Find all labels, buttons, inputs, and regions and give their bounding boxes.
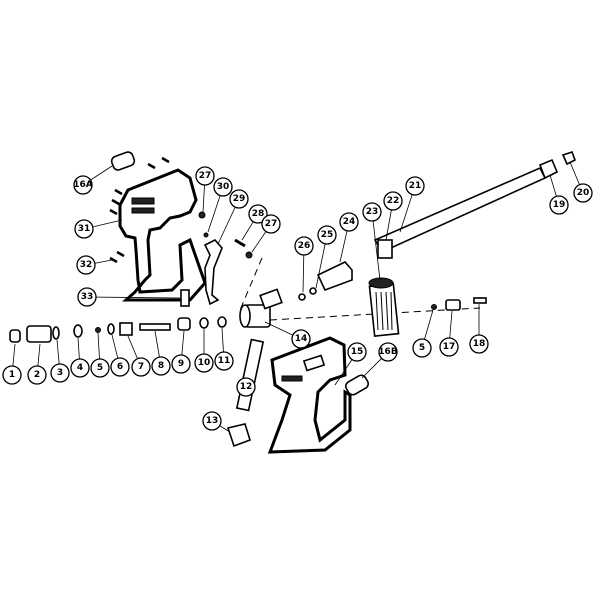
callout-27: 27 xyxy=(261,214,281,234)
svg-text:21: 21 xyxy=(409,181,422,191)
callout-27: 27 xyxy=(195,166,215,186)
svg-text:8: 8 xyxy=(158,361,164,371)
callout-3: 3 xyxy=(50,363,70,383)
callout-9: 9 xyxy=(171,354,191,374)
gun-body-part-31 xyxy=(118,168,207,302)
callout-20: 20 xyxy=(573,183,593,203)
svg-text:22: 22 xyxy=(387,196,400,206)
svg-text:23: 23 xyxy=(366,207,379,217)
svg-text:12: 12 xyxy=(240,382,253,392)
svg-text:15: 15 xyxy=(351,347,364,357)
svg-text:1: 1 xyxy=(9,370,15,380)
tube-12 xyxy=(235,338,265,412)
gun-body-part-15 xyxy=(267,336,352,454)
callout-26: 26 xyxy=(294,236,314,256)
svg-text:7: 7 xyxy=(138,362,144,372)
callout-32: 32 xyxy=(76,255,96,275)
callout-18: 18 xyxy=(469,334,489,354)
callout-6: 6 xyxy=(110,357,130,377)
nut-13 xyxy=(226,423,251,448)
svg-text:24: 24 xyxy=(343,217,356,227)
svg-text:32: 32 xyxy=(80,260,93,270)
callout-13: 13 xyxy=(202,411,222,431)
svg-text:27: 27 xyxy=(199,171,212,181)
callout-31: 31 xyxy=(74,219,94,239)
svg-text:25: 25 xyxy=(321,230,334,240)
fitting-24 xyxy=(316,261,353,292)
trigger-part-29 xyxy=(203,239,223,306)
callout-22: 22 xyxy=(383,191,403,211)
svg-text:19: 19 xyxy=(553,200,566,210)
callout-23: 23 xyxy=(362,202,382,222)
svg-text:28: 28 xyxy=(252,209,265,219)
pin-18 xyxy=(473,297,487,304)
callout-12: 12 xyxy=(236,377,256,397)
callout-17: 17 xyxy=(439,337,459,357)
svg-text:5: 5 xyxy=(419,343,425,353)
callout-4: 4 xyxy=(70,358,90,378)
callout-14: 14 xyxy=(291,329,311,349)
svg-text:30: 30 xyxy=(217,182,230,192)
callout-8: 8 xyxy=(151,356,171,376)
callout-10: 10 xyxy=(194,353,214,373)
grip-cover-16b xyxy=(345,374,369,396)
callout-1: 1 xyxy=(2,365,22,385)
callout-16a: 16A xyxy=(73,175,93,195)
svg-text:4: 4 xyxy=(77,363,83,373)
nipple-17 xyxy=(445,299,461,311)
grip-cover-16a xyxy=(110,151,136,171)
clip-part-33 xyxy=(180,289,190,307)
svg-text:16A: 16A xyxy=(73,180,93,190)
fitting-19 xyxy=(538,158,559,180)
svg-text:5: 5 xyxy=(97,363,103,373)
callout-2: 2 xyxy=(27,365,47,385)
callout-28: 28 xyxy=(248,204,268,224)
svg-text:11: 11 xyxy=(218,356,231,366)
svg-text:26: 26 xyxy=(298,241,311,251)
svg-text:17: 17 xyxy=(443,342,456,352)
screw-set xyxy=(109,156,170,264)
callout-7: 7 xyxy=(131,357,151,377)
svg-text:29: 29 xyxy=(233,194,246,204)
callout-30: 30 xyxy=(213,177,233,197)
svg-text:27: 27 xyxy=(265,219,278,229)
lance-tube-21 xyxy=(373,166,547,254)
callout-25: 25 xyxy=(317,225,337,245)
svg-text:2: 2 xyxy=(34,370,40,380)
callout-11: 11 xyxy=(214,351,234,371)
callout-24: 24 xyxy=(339,212,359,232)
callout-29: 29 xyxy=(229,189,249,209)
fitting-20 xyxy=(561,150,577,166)
svg-text:20: 20 xyxy=(577,188,590,198)
svg-text:6: 6 xyxy=(117,362,123,372)
callout-21: 21 xyxy=(405,176,425,196)
filter-23 xyxy=(368,277,400,337)
callout-33: 33 xyxy=(77,287,97,307)
nozzle-parts-row xyxy=(9,316,227,343)
svg-text:18: 18 xyxy=(473,339,486,349)
svg-text:33: 33 xyxy=(81,292,94,302)
callout-15: 15 xyxy=(347,342,367,362)
leader-line xyxy=(371,211,381,281)
callout-19: 19 xyxy=(549,195,569,215)
callout-5: 5 xyxy=(412,338,432,358)
callout-5: 5 xyxy=(90,358,110,378)
svg-text:9: 9 xyxy=(178,359,184,369)
svg-text:3: 3 xyxy=(57,368,63,378)
svg-text:10: 10 xyxy=(198,358,211,368)
tee-fitting-14 xyxy=(239,288,283,328)
tee-22 xyxy=(377,239,393,259)
svg-text:31: 31 xyxy=(78,224,91,234)
svg-text:14: 14 xyxy=(295,334,308,344)
leader-line xyxy=(86,296,181,299)
assembly-axis-left xyxy=(239,257,263,311)
svg-text:16B: 16B xyxy=(378,347,398,357)
svg-text:13: 13 xyxy=(206,416,219,426)
callout-16b: 16B xyxy=(378,342,398,362)
